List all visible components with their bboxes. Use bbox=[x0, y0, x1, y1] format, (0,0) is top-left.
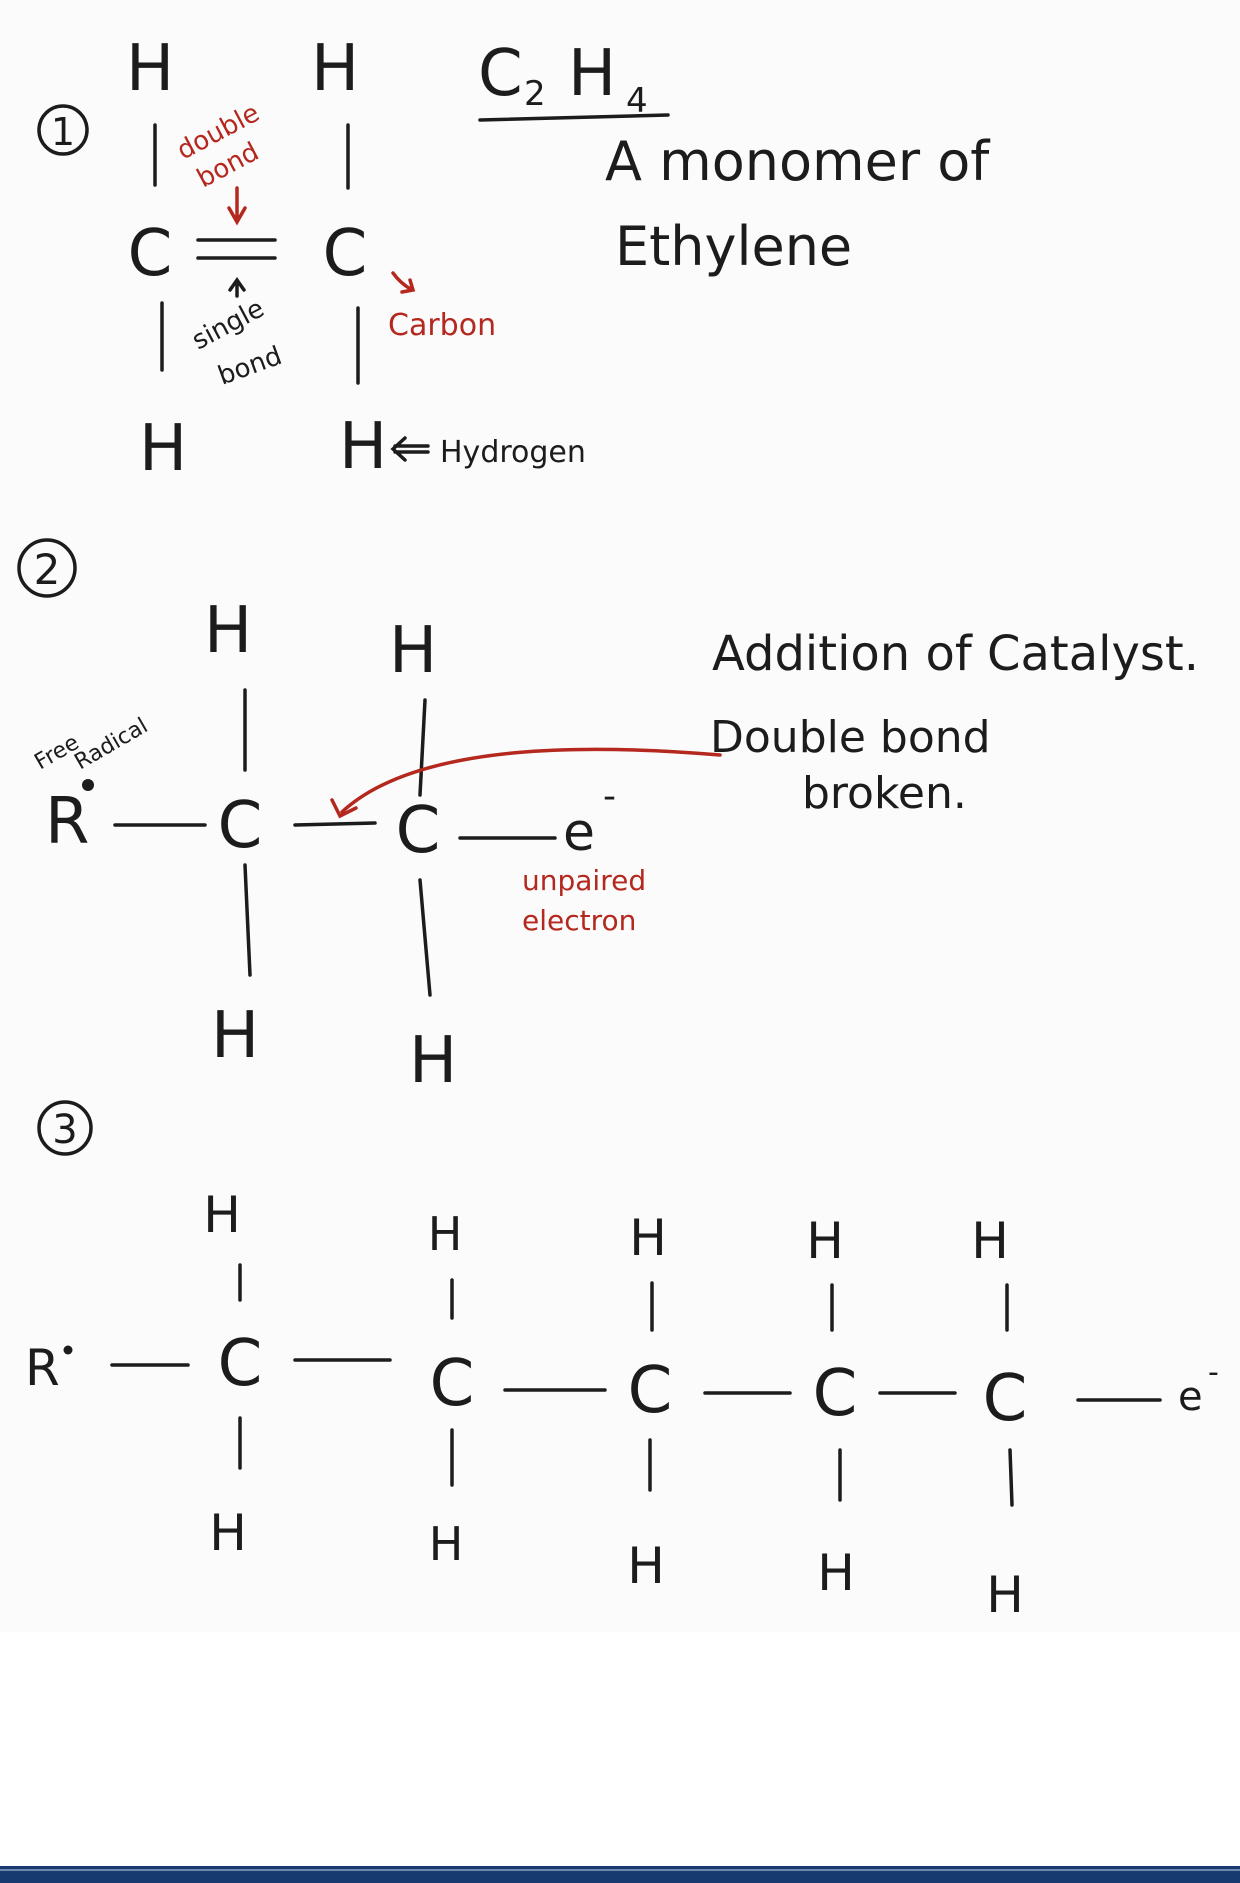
atom-h: H bbox=[139, 412, 187, 486]
atom-h: H bbox=[986, 1566, 1024, 1624]
single-bond-label: bond bbox=[214, 341, 286, 392]
step-3-number: 3 bbox=[52, 1107, 77, 1153]
formula-underline bbox=[478, 113, 670, 122]
single-bond bbox=[243, 863, 252, 977]
atom-h: H bbox=[629, 1209, 667, 1267]
radical-r: R bbox=[45, 785, 89, 859]
formula-h: H bbox=[568, 37, 616, 111]
step-2-note: Double bond bbox=[710, 712, 991, 763]
atom-h: H bbox=[204, 594, 252, 668]
atom-h: H bbox=[627, 1537, 665, 1595]
atom-h: H bbox=[817, 1544, 855, 1602]
atom-h: H bbox=[311, 32, 359, 106]
arrow-icon bbox=[340, 747, 722, 814]
scanned-page bbox=[0, 0, 1240, 1632]
atom-c: C bbox=[323, 217, 368, 291]
step-3: 3 R H C H H C H H C H H C H H bbox=[25, 1100, 1219, 1624]
free-radical-label: Radical bbox=[71, 714, 153, 776]
electron-e: e bbox=[563, 803, 595, 863]
carbon-label: Carbon bbox=[388, 308, 496, 343]
monomer-description: A monomer of bbox=[605, 130, 991, 193]
single-bond bbox=[293, 821, 377, 827]
atom-c: C bbox=[813, 1357, 858, 1431]
atom-c: C bbox=[396, 794, 441, 868]
atom-c: C bbox=[430, 1347, 475, 1421]
bottom-bar-rule bbox=[0, 1869, 1240, 1871]
electron-e: e bbox=[1178, 1374, 1203, 1420]
atom-c: C bbox=[983, 1362, 1028, 1436]
atom-h: H bbox=[409, 1024, 457, 1098]
atom-h: H bbox=[339, 410, 387, 484]
single-bond bbox=[1008, 1448, 1014, 1507]
atom-c: C bbox=[628, 1354, 673, 1428]
radical-r: R bbox=[25, 1339, 60, 1397]
atom-h: H bbox=[428, 1207, 463, 1261]
arrow-icon bbox=[390, 436, 430, 462]
atom-h: H bbox=[209, 1504, 247, 1562]
polymerization-diagram: 1 H H C C H H double bond single bond Ca… bbox=[17, 32, 1219, 1624]
formula-c2h4: C 2 H 4 bbox=[478, 37, 648, 121]
step-2-note: broken. bbox=[802, 768, 967, 819]
formula-c: C bbox=[478, 37, 523, 111]
radical-dot bbox=[63, 1345, 73, 1355]
step-2: 2 H H C C H H R Free Radical e - unpaire… bbox=[17, 538, 1199, 1098]
atom-h: H bbox=[203, 1186, 241, 1244]
atom-h: H bbox=[971, 1212, 1009, 1270]
arrow-icon bbox=[391, 271, 416, 294]
atom-h: H bbox=[806, 1212, 844, 1270]
atom-c: C bbox=[128, 217, 173, 291]
step-1: 1 H H C C H H double bond single bond Ca… bbox=[37, 32, 991, 486]
electron-charge: - bbox=[1208, 1355, 1219, 1390]
step-1-circle bbox=[37, 104, 89, 156]
bottom-bar bbox=[0, 1866, 1240, 1883]
step-2-circle bbox=[17, 538, 77, 598]
formula-subscript: 2 bbox=[524, 74, 546, 114]
unpaired-label: unpaired bbox=[522, 864, 646, 897]
step-2-number: 2 bbox=[34, 545, 61, 594]
atom-c: C bbox=[218, 789, 263, 863]
atom-h: H bbox=[211, 999, 259, 1073]
step-2-heading: Addition of Catalyst. bbox=[712, 626, 1199, 682]
atom-c: C bbox=[218, 1327, 263, 1401]
single-bond bbox=[418, 698, 427, 797]
radical-dot bbox=[82, 779, 94, 791]
formula-subscript: 4 bbox=[626, 81, 648, 121]
single-bond bbox=[418, 878, 432, 997]
arrow-icon bbox=[227, 186, 247, 226]
unpaired-label: electron bbox=[522, 904, 636, 937]
arrow-icon bbox=[228, 276, 246, 298]
monomer-name: Ethylene bbox=[615, 215, 852, 278]
step-3-circle bbox=[37, 1100, 93, 1156]
atom-h: H bbox=[429, 1517, 464, 1571]
atom-h: H bbox=[389, 614, 437, 688]
arrow-icon bbox=[330, 798, 358, 819]
hydrogen-label: Hydrogen bbox=[440, 435, 586, 470]
step-1-number: 1 bbox=[51, 110, 75, 154]
atom-h: H bbox=[126, 32, 174, 106]
electron-charge: - bbox=[603, 776, 616, 817]
